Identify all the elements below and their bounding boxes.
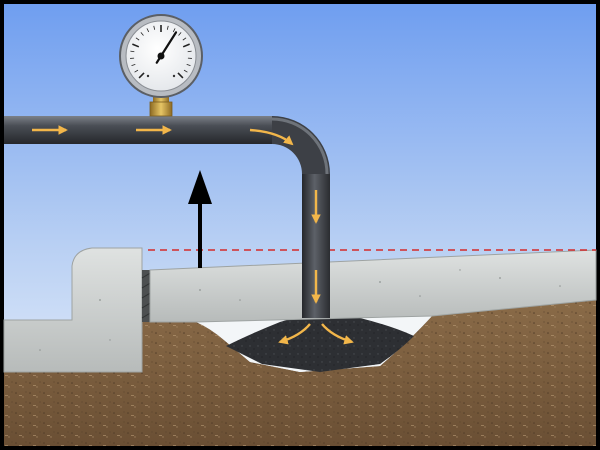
gauge-tick <box>146 28 150 33</box>
gauge-tick <box>134 69 139 73</box>
gauge-ticks <box>130 25 192 79</box>
gauge-tick <box>135 37 140 41</box>
flow-arrows <box>32 125 354 345</box>
flow-arrow-icon <box>278 323 311 345</box>
gauge-tick <box>166 25 169 30</box>
soil-texture <box>4 300 596 446</box>
slab-joint <box>142 270 152 322</box>
flow-arrow-icon <box>249 128 294 146</box>
grout-texture <box>226 316 414 372</box>
gauge-tick <box>140 32 144 36</box>
gauge-tick <box>183 69 188 73</box>
gauge-tick <box>132 43 140 48</box>
flow-arrow-icon <box>321 323 354 345</box>
gauge-tick <box>130 50 135 53</box>
gauge-tick <box>182 43 190 48</box>
gauge-tick <box>177 72 184 79</box>
gauge-tick <box>186 63 191 66</box>
lift-arrow-icon <box>188 170 212 268</box>
gauge-tick <box>178 32 182 36</box>
gauge-tick <box>153 25 156 30</box>
slab-speckles <box>39 269 561 351</box>
gauge-tick <box>182 37 187 41</box>
gauge-tick <box>172 28 176 33</box>
pressure-gauge-icon <box>119 14 203 117</box>
gauge-tick <box>138 72 145 79</box>
gauge-tick <box>131 63 136 66</box>
gauge-tick <box>187 50 192 53</box>
